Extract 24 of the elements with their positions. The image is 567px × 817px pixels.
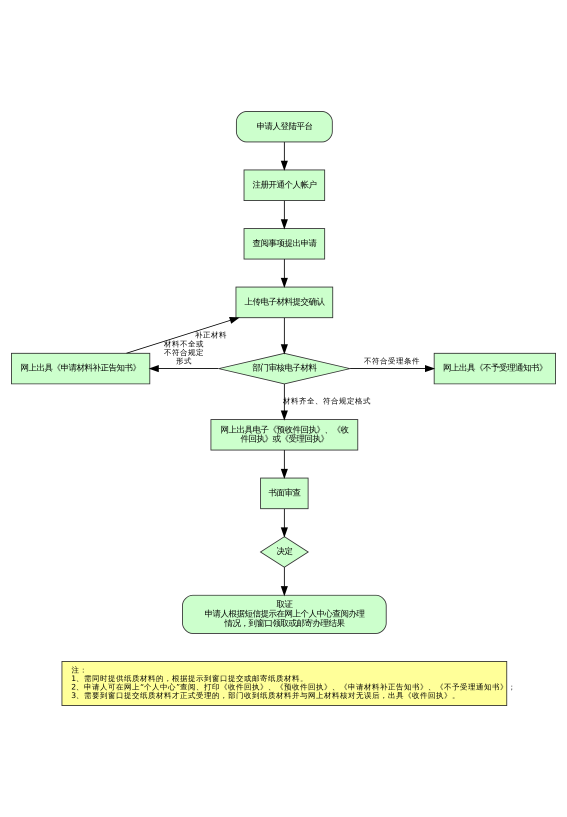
node-box: 网上出具电子《预收件回执》、《收件回执》或《受理回执》 (210, 419, 358, 451)
edge-label: 不符合受理条件 (364, 356, 420, 366)
arrow (280, 317, 288, 354)
node-box: 书面审查 (260, 478, 309, 510)
node-diamond: 决定 (260, 536, 309, 568)
node-box: 申请人登陆平台 (236, 110, 333, 142)
arrow (280, 450, 288, 480)
node-diamond: 部门审核电子材料 (218, 352, 350, 384)
arrow (280, 567, 288, 596)
arrow (280, 508, 288, 538)
node-box: 上传电子材料提交确认 (236, 286, 334, 318)
node-box: 查阅事项提出申请 (244, 228, 326, 260)
node-box: 网上出具《申请材料补正告知书》 (11, 352, 150, 384)
node-box: 注册开通个人帐户 (244, 170, 326, 201)
arrow (126, 317, 240, 354)
node-box: 取证 申请人根据短信提示在网上个人中心查阅办理情况，到窗口领取或邮寄办理结果 (182, 594, 387, 634)
arrow (280, 258, 288, 288)
arrow (280, 200, 288, 230)
node-box: 网上出具《不予受理通知书》 (434, 352, 556, 384)
arrow (148, 365, 219, 372)
arrow (350, 365, 436, 372)
edge-label: 材料不全或不符合规定形式 (164, 340, 204, 366)
edge-label: 补正材料 (194, 330, 227, 340)
arrow (280, 142, 288, 171)
